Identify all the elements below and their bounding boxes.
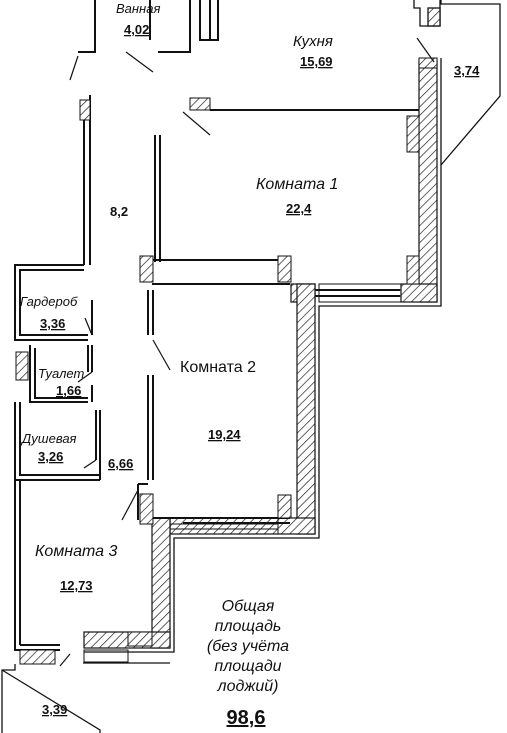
kitchen-area: 15,69 [300,54,333,69]
loggia-bottom-area: 3,39 [42,702,67,717]
room1-area: 22,4 [286,201,312,216]
door-swings [59,37,435,667]
room2-name: Комната 2 [180,359,256,376]
wardrobe-name: Гардероб [20,294,78,309]
room3-area: 12,73 [60,578,93,593]
loggia-top-area: 3,74 [454,63,480,78]
total-line-2: площадь [215,618,282,635]
loggia-bottom [1,664,101,733]
total-line-5: лоджий) [217,678,279,695]
room1-name: Комната 1 [256,176,338,193]
total-line-4: площади [214,658,281,675]
shower-name: Душевая [20,431,77,446]
total-area-note: Общая площадь (без учёта площади лоджий)… [207,598,289,729]
hall-area: 6,66 [108,456,133,471]
total-value: 98,6 [227,707,266,729]
exterior-wall [83,59,438,649]
kitchen-name: Кухня [293,33,333,50]
bath-area: 4,02 [124,22,149,37]
room-labels: Ванная 4,02 Кухня 15,69 3,74 Комната 1 2… [20,1,480,717]
corridor-area: 8,2 [110,204,128,219]
exterior-outline [83,58,442,664]
wardrobe-area: 3,36 [40,316,65,331]
toilet-area: 1,66 [56,383,81,398]
room2-area: 19,24 [208,427,241,442]
bath-name: Ванная [116,1,160,16]
room3-name: Комната 3 [35,543,117,560]
shower-area: 3,26 [38,449,63,464]
toilet-name: Туалет [38,366,85,381]
loggia-top [413,0,501,166]
total-line-3: (без учёта [207,638,289,655]
wall-columns [15,57,438,665]
windows [83,283,402,663]
total-line-1: Общая [222,598,275,615]
